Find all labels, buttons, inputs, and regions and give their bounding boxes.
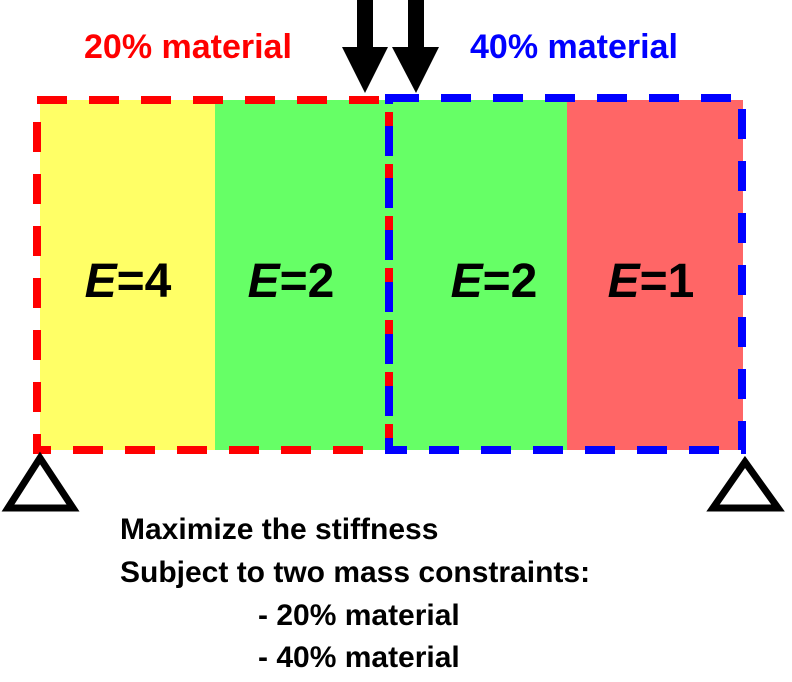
section-2 <box>215 100 391 450</box>
label-40-material: 40% material <box>470 28 678 66</box>
caption-line-3: - 20% material <box>258 599 460 632</box>
caption-line-2: Subject to two mass constraints: <box>120 556 591 589</box>
label-20-material: 20% material <box>84 28 292 66</box>
load-arrow-left <box>342 0 388 93</box>
section-4 <box>567 100 743 450</box>
section-4-label: E=1 <box>608 255 695 308</box>
caption-line-4: - 40% material <box>258 641 460 674</box>
section-3 <box>390 100 568 450</box>
region-40-border <box>385 94 746 454</box>
right-support-icon <box>706 455 785 512</box>
section-1-label: E=4 <box>85 255 172 308</box>
caption-line-1: Maximize the stiffness <box>120 513 439 546</box>
load-arrow-right <box>392 0 439 93</box>
section-1 <box>40 100 216 450</box>
region-20-border <box>33 96 393 454</box>
section-3-label: E=2 <box>451 255 538 308</box>
section-2-label: E=2 <box>248 255 335 308</box>
left-support-icon <box>1 451 80 512</box>
